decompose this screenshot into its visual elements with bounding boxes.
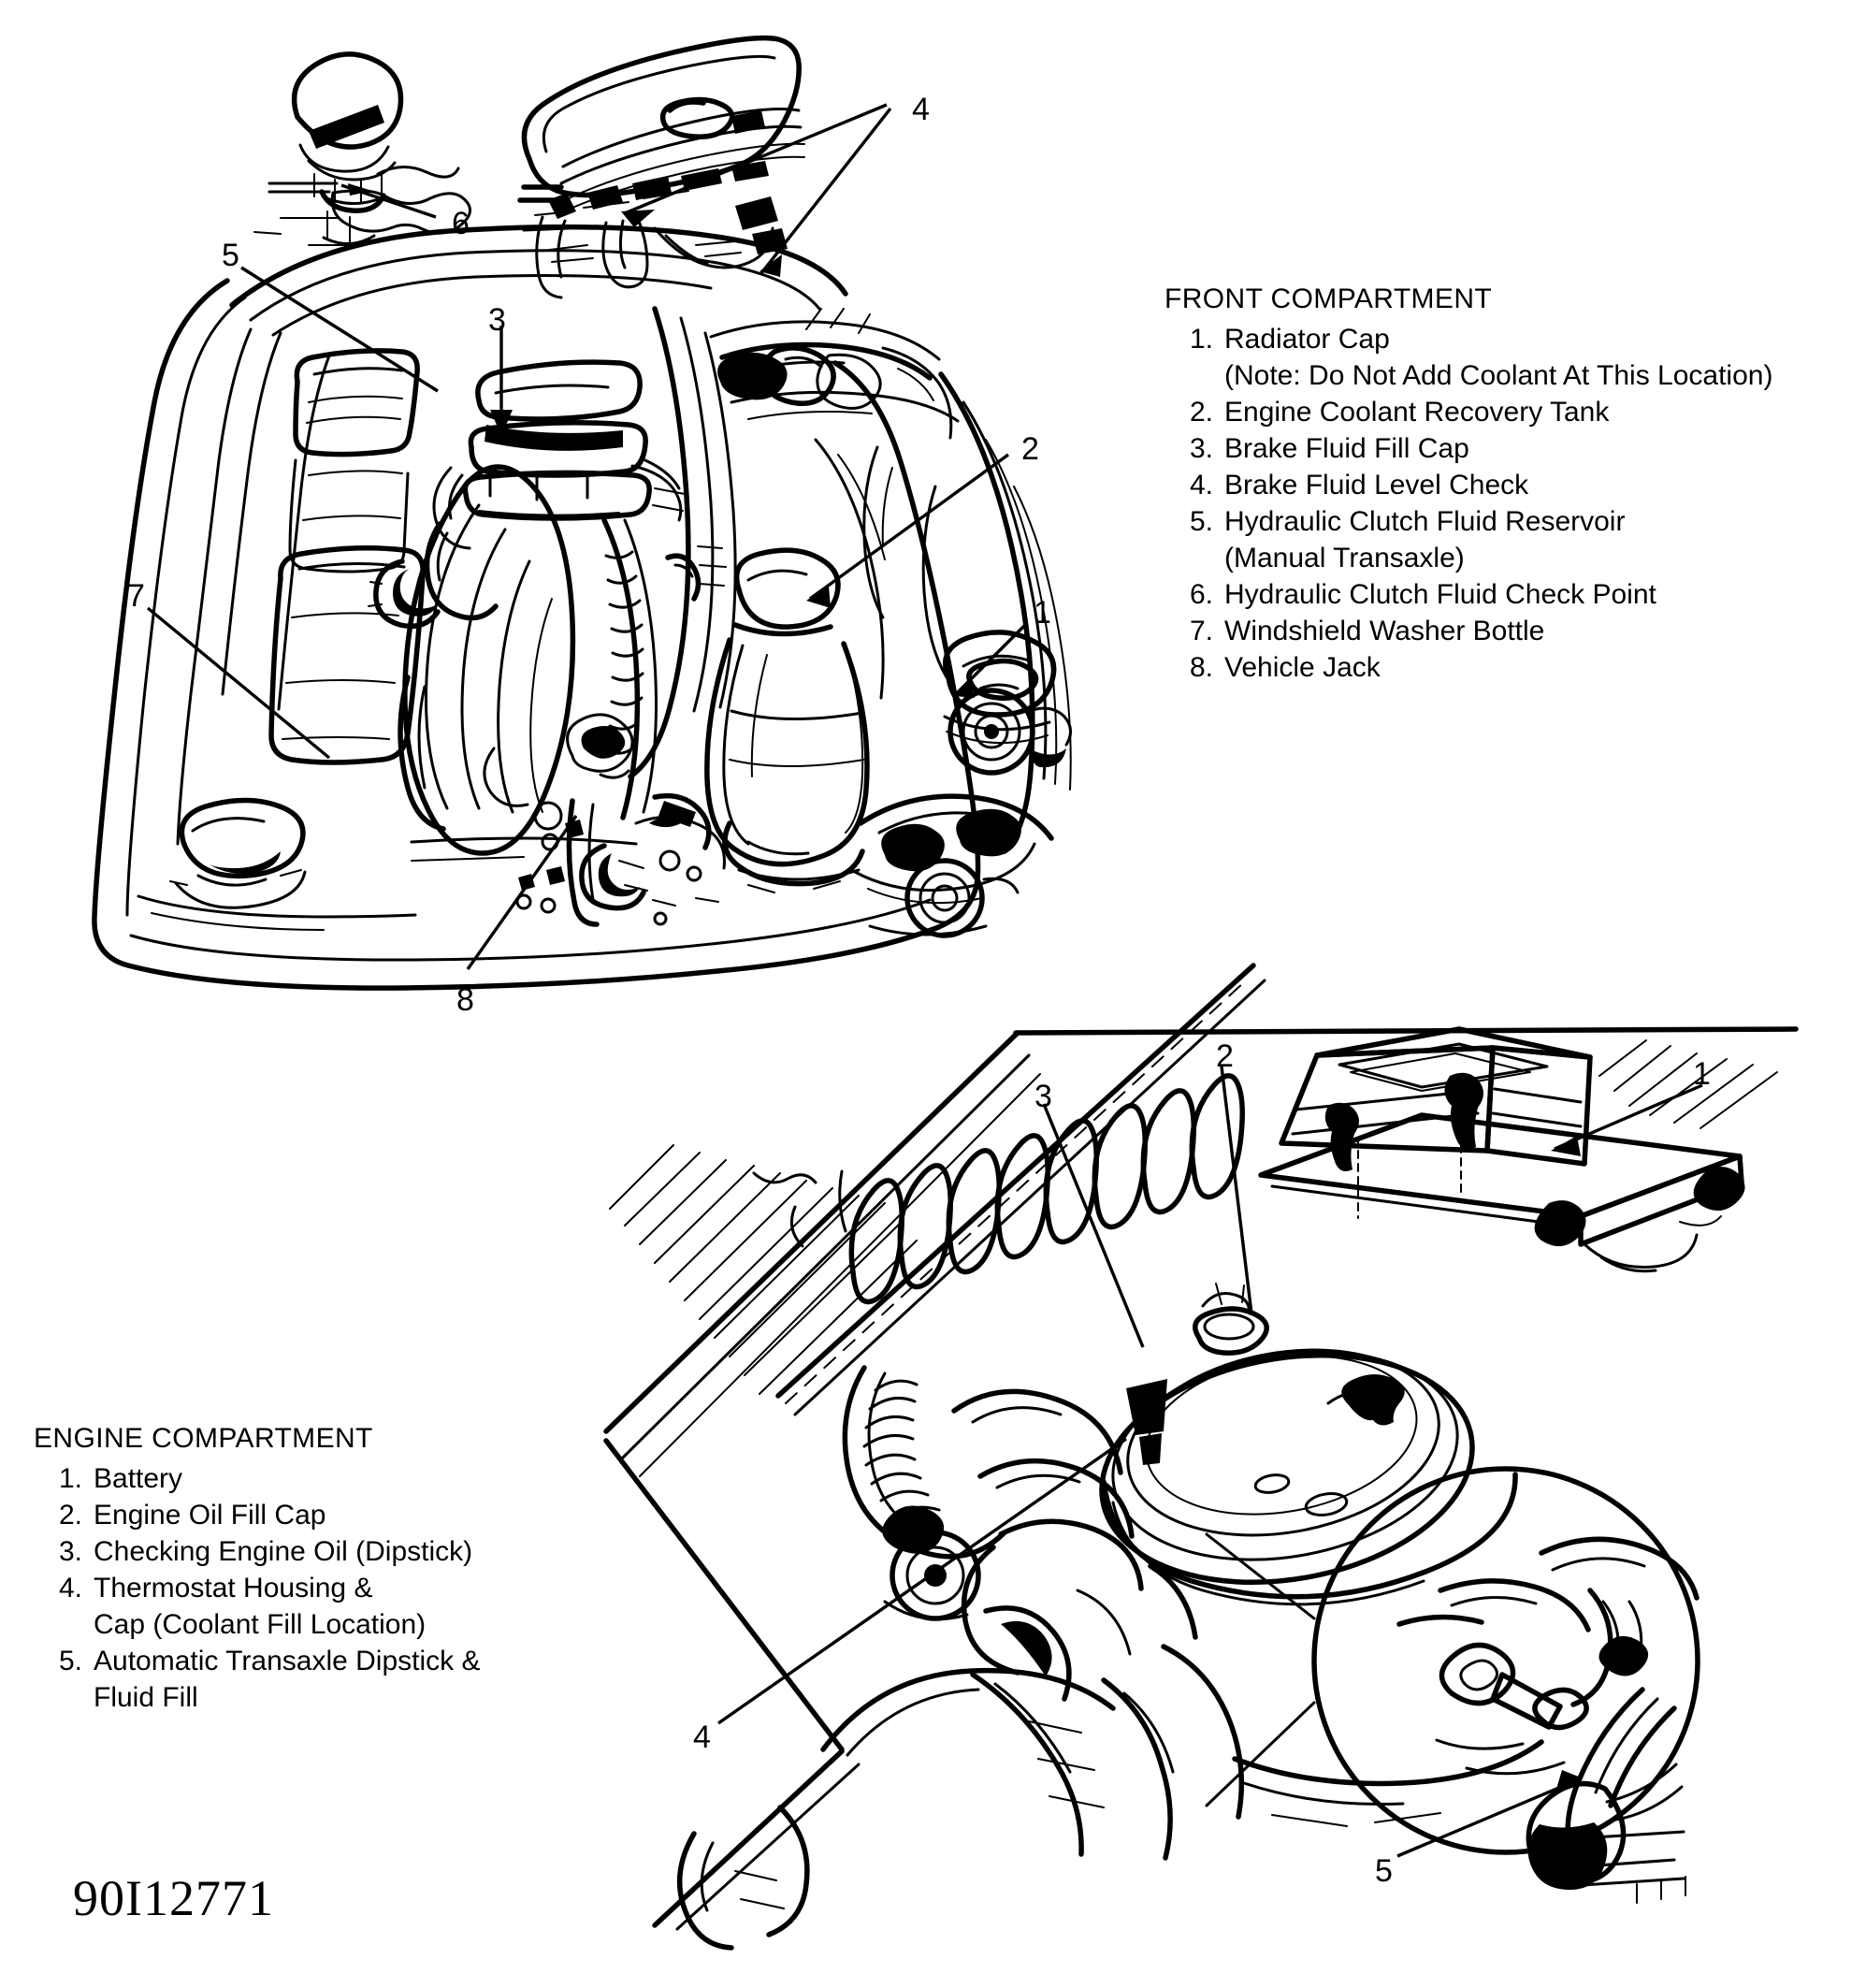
legend-engine-list: 1. Battery 2. Engine Oil Fill Cap 3. Che… [51, 1460, 481, 1716]
engine-callout-leaders [717, 1066, 1703, 1858]
legend-item: 5. Automatic Transaxle Dipstick & Fluid … [51, 1643, 481, 1716]
legend-item-text: Vehicle Jack [1224, 652, 1381, 683]
legend-item-text: Hydraulic Clutch Fluid Reservoir (Manual… [1224, 506, 1626, 573]
front-callout-8: 8 [456, 982, 474, 1018]
brake-master-cylinder-detail [517, 35, 892, 299]
legend-item-text: Automatic Transaxle Dipstick & Fluid Fil… [94, 1646, 481, 1713]
legend-front-list: 1. Radiator Cap (Note: Do Not Add Coolan… [1181, 321, 1772, 686]
legend-item-number: 2. [1189, 397, 1213, 428]
intake-duct-art [842, 1365, 1144, 1676]
legend-item-number: 8. [1189, 652, 1213, 683]
document-id-code: 90I12771 [73, 1870, 274, 1926]
legend-item-number: 7. [1189, 616, 1213, 646]
legend-item-number: 3. [1189, 433, 1213, 464]
legend-item-text: Hydraulic Clutch Fluid Check Point [1224, 579, 1656, 610]
legend-item-number: 5. [1189, 506, 1213, 537]
engine-callout-2: 2 [1216, 1038, 1234, 1074]
engine-callout-1: 1 [1693, 1056, 1711, 1092]
front-callout-5: 5 [222, 238, 239, 273]
clutch-check-point-detail [253, 51, 471, 246]
legend-item-number: 1. [58, 1463, 82, 1494]
subframe-art [652, 1563, 1544, 1951]
legend-item: 4. Thermostat Housing & Cap (Coolant Fil… [51, 1570, 480, 1643]
front-callout-7: 7 [127, 578, 145, 614]
engine-callout-4: 4 [693, 1720, 711, 1755]
front-compartment-illustration [92, 224, 1072, 991]
front-callout-3: 3 [488, 302, 506, 338]
legend-item-number: 2. [58, 1500, 82, 1531]
legend-item-text: Engine Coolant Recovery Tank [1224, 397, 1610, 428]
legend-front-compartment: FRONT COMPARTMENT 1. Radiator Cap (Note:… [1164, 281, 1772, 686]
front-callout-leaders [146, 266, 1029, 970]
front-callout-2: 2 [1021, 431, 1039, 467]
legend-item-text: Battery [94, 1463, 183, 1494]
legend-item-text: Brake Fluid Fill Cap [1224, 433, 1469, 464]
legend-item-text: Checking Engine Oil (Dipstick) [94, 1536, 473, 1567]
legend-front-title: FRONT COMPARTMENT [1164, 283, 1493, 314]
legend-item-text: Radiator Cap (Note: Do Not Add Coolant A… [1224, 324, 1773, 391]
legend-item: 2. Engine Coolant Recovery Tank [1181, 394, 1772, 430]
legend-item-text: Windshield Washer Bottle [1224, 616, 1545, 646]
legend-engine-title: ENGINE COMPARTMENT [34, 1423, 373, 1454]
legend-item: 7. Windshield Washer Bottle [1181, 613, 1772, 649]
air-cleaner-art [1099, 1283, 1518, 1606]
legend-item: 2. Engine Oil Fill Cap [51, 1497, 480, 1533]
legend-item: 6. Hydraulic Clutch Fluid Check Point [1181, 576, 1772, 613]
legend-item: 5. Hydraulic Clutch Fluid Reservoir (Man… [1181, 503, 1772, 576]
legend-item: 4. Brake Fluid Level Check [1181, 467, 1772, 503]
legend-item-number: 5. [58, 1646, 82, 1676]
front-callout-6: 6 [452, 206, 470, 241]
engine-compartment-illustration [603, 963, 1799, 1951]
legend-item-text: Brake Fluid Level Check [1224, 470, 1529, 501]
legend-item-number: 3. [58, 1536, 82, 1567]
legend-item-text: Engine Oil Fill Cap [94, 1500, 326, 1531]
front-callout-1: 1 [1034, 595, 1051, 631]
legend-item: 1. Battery [51, 1460, 480, 1497]
engine-callout-5: 5 [1375, 1853, 1393, 1889]
legend-item: 3. Checking Engine Oil (Dipstick) [51, 1533, 480, 1570]
legend-item-text: Thermostat Housing & Cap (Coolant Fill L… [94, 1573, 427, 1640]
legend-item-number: 1. [1189, 324, 1213, 355]
engine-callout-3: 3 [1034, 1079, 1052, 1114]
legend-item: 8. Vehicle Jack [1181, 649, 1772, 686]
legend-item-number: 6. [1189, 579, 1213, 610]
legend-item-number: 4. [1189, 470, 1213, 501]
front-callout-4: 4 [912, 92, 930, 127]
legend-engine-compartment: ENGINE COMPARTMENT 1. Battery 2. Engine … [34, 1420, 480, 1716]
legend-item-number: 4. [58, 1573, 82, 1603]
legend-item: 3. Brake Fluid Fill Cap [1181, 430, 1772, 467]
transaxle-dipstick-inset [1205, 1466, 1700, 1904]
legend-item: 1. Radiator Cap (Note: Do Not Add Coolan… [1181, 321, 1772, 394]
